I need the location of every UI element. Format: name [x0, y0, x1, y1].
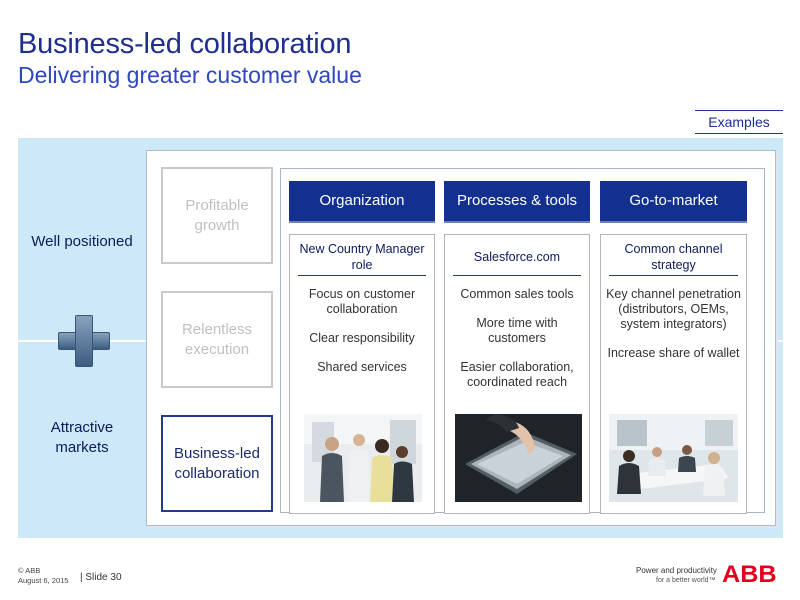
bullet-item: More time with customers: [476, 316, 558, 345]
bullet-item: Common sales tools: [460, 287, 574, 301]
tagline-line-1: Power and productivity: [636, 566, 717, 575]
column-header-go-to-market: Go-to-market: [600, 181, 747, 223]
tablet-touch-photo: [455, 414, 582, 502]
pillar-business-led-collaboration: Business-led collaboration: [161, 415, 273, 512]
bullet-item: Clear responsibility: [309, 331, 415, 345]
bullet-list-processes-tools: Common sales tools More time with custom…: [451, 287, 583, 404]
footer-copyright: © ABB August 6, 2015: [18, 566, 68, 586]
plus-icon: [58, 315, 110, 367]
example-title-go-to-market: Common channel strategy: [609, 238, 738, 276]
copyright-text: © ABB: [18, 566, 41, 575]
bullet-list-organization: Focus on customer collaboration Clear re…: [296, 287, 428, 389]
bullet-item: Key channel penetration (distributors, O…: [606, 287, 741, 331]
example-title-processes-tools: Salesforce.com: [453, 238, 581, 276]
bullet-item: Focus on customer collaboration: [308, 287, 416, 316]
example-title-organization: New Country Manager role: [298, 238, 426, 276]
conference-room-photo: [609, 414, 738, 502]
bullet-list-go-to-market: Key channel penetration (distributors, O…: [604, 287, 743, 375]
column-header-processes-tools: Processes & tools: [444, 181, 590, 223]
bullet-item: Easier collaboration, coordinated reach: [460, 360, 574, 389]
pillar-relentless-execution: Relentless execution: [161, 291, 273, 388]
abb-logo: ABB: [722, 561, 777, 588]
bullet-item: Shared services: [317, 360, 407, 374]
tagline-line-2: for a better world™: [656, 577, 716, 584]
slide-number: | Slide 30: [80, 572, 122, 583]
slide-title: Business-led collaboration: [18, 28, 352, 60]
bullet-item: Increase share of wallet: [607, 346, 740, 360]
slide-subtitle: Delivering greater customer value: [18, 62, 362, 88]
tagline: Power and productivity for a better worl…: [636, 566, 717, 586]
people-meeting-photo: [304, 414, 422, 502]
well-positioned-label: Well positioned: [31, 233, 133, 250]
pillar-profitable-growth: Profitable growth: [161, 167, 273, 264]
column-header-organization: Organization: [289, 181, 435, 223]
attractive-markets-label: Attractive markets: [50, 419, 114, 456]
date-text: August 6, 2015: [18, 576, 69, 585]
examples-label: Examples: [695, 110, 783, 134]
